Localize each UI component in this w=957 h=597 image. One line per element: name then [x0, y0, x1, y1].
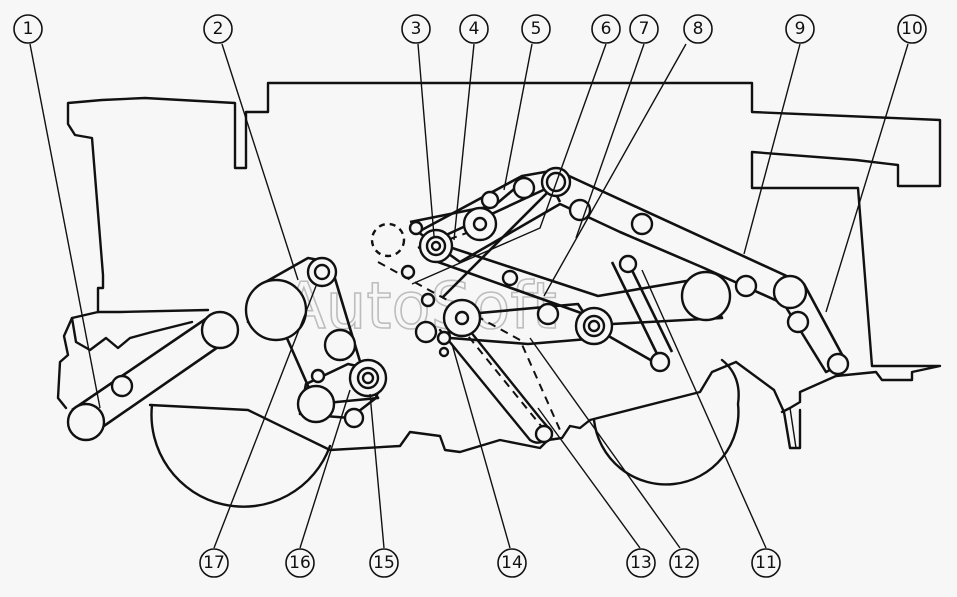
- pulley-lever-end: [534, 424, 554, 444]
- callout-2: 2: [203, 14, 233, 44]
- svg-text:11: 11: [755, 553, 777, 573]
- callout-10: 10: [897, 14, 927, 44]
- pulley-small-g: [436, 330, 452, 346]
- callout-11: 11: [751, 548, 781, 578]
- pulley-rear-a: [734, 274, 758, 298]
- callout-15: 15: [369, 548, 399, 578]
- pulley-mid-drive-hub: [454, 310, 470, 326]
- pulley-upper-c: [512, 176, 536, 200]
- pulley-header-upper: [200, 310, 240, 350]
- callout-9: 9: [785, 14, 815, 44]
- callout-8: 8: [683, 14, 713, 44]
- svg-text:3: 3: [411, 19, 422, 39]
- pulley-straw-chopper: [680, 270, 732, 322]
- callouts: 1 2 3 4 5 6 7 8 9 10 11 12 13 14 15 16 1…: [13, 14, 927, 578]
- pulley-small-d: [400, 264, 416, 280]
- callout-12: 12: [669, 548, 699, 578]
- pulley-feeder-mid: [323, 328, 357, 362]
- callout-6: 6: [591, 14, 621, 44]
- svg-text:13: 13: [630, 553, 652, 573]
- svg-text:12: 12: [673, 553, 695, 573]
- callout-17: 17: [199, 548, 229, 578]
- svg-text:4: 4: [469, 19, 480, 39]
- svg-text:6: 6: [601, 19, 612, 39]
- svg-text:10: 10: [901, 19, 923, 39]
- svg-text:5: 5: [531, 19, 542, 39]
- pulley-upper-b: [480, 190, 500, 210]
- pulley-feeder-top-hub: [313, 263, 331, 281]
- pulley-mid-small: [501, 269, 519, 287]
- pulley-small-e: [420, 292, 436, 308]
- pulley-variator-hub: [361, 371, 375, 385]
- callout-3: 3: [401, 14, 431, 44]
- callout-4: 4: [459, 14, 489, 44]
- front-wheel: [150, 403, 332, 508]
- callout-14: 14: [497, 548, 527, 578]
- pulley-small-c: [408, 220, 424, 236]
- svg-text:14: 14: [501, 553, 523, 573]
- pulley-small-h: [438, 346, 450, 358]
- pulley-shaker-hub: [587, 319, 601, 333]
- callout-13: 13: [626, 548, 656, 578]
- svg-text:17: 17: [203, 553, 225, 573]
- pulley-lower-left: [296, 384, 336, 424]
- pulley-rear-b: [772, 274, 808, 310]
- pulley-upper-a-hub: [472, 216, 488, 232]
- svg-text:16: 16: [289, 553, 311, 573]
- svg-text:2: 2: [213, 19, 224, 39]
- pulley-mid-idler: [536, 302, 560, 326]
- pulley-drum-drive-hub: [430, 240, 442, 252]
- pulleys: [66, 166, 850, 444]
- svg-text:8: 8: [693, 19, 704, 39]
- pulley-header-idler: [110, 374, 134, 398]
- callout-5: 5: [521, 14, 551, 44]
- pulley-small-b: [343, 407, 365, 429]
- pulley-rear-d: [826, 352, 850, 376]
- svg-text:1: 1: [23, 19, 34, 39]
- pulley-feeder-large: [244, 278, 308, 342]
- svg-text:9: 9: [795, 19, 806, 39]
- svg-text:15: 15: [373, 553, 395, 573]
- callout-16: 16: [285, 548, 315, 578]
- pulley-rear-c: [786, 310, 810, 334]
- pulley-right-small: [618, 254, 638, 274]
- svg-text:7: 7: [639, 19, 650, 39]
- pulley-dashed: [370, 222, 406, 258]
- callout-1: 1: [13, 14, 43, 44]
- pulley-small-a: [310, 368, 326, 384]
- rear-wheel: [592, 358, 740, 486]
- pulley-small-f: [414, 320, 438, 344]
- leader-lines: [29, 43, 909, 549]
- pulley-top-idler-b: [630, 212, 654, 236]
- pulley-header-drive: [66, 402, 106, 442]
- combine-body-outline: [56, 81, 942, 454]
- pulley-top-idler: [568, 198, 592, 222]
- callout-7: 7: [629, 14, 659, 44]
- pulley-right-lower: [649, 351, 671, 373]
